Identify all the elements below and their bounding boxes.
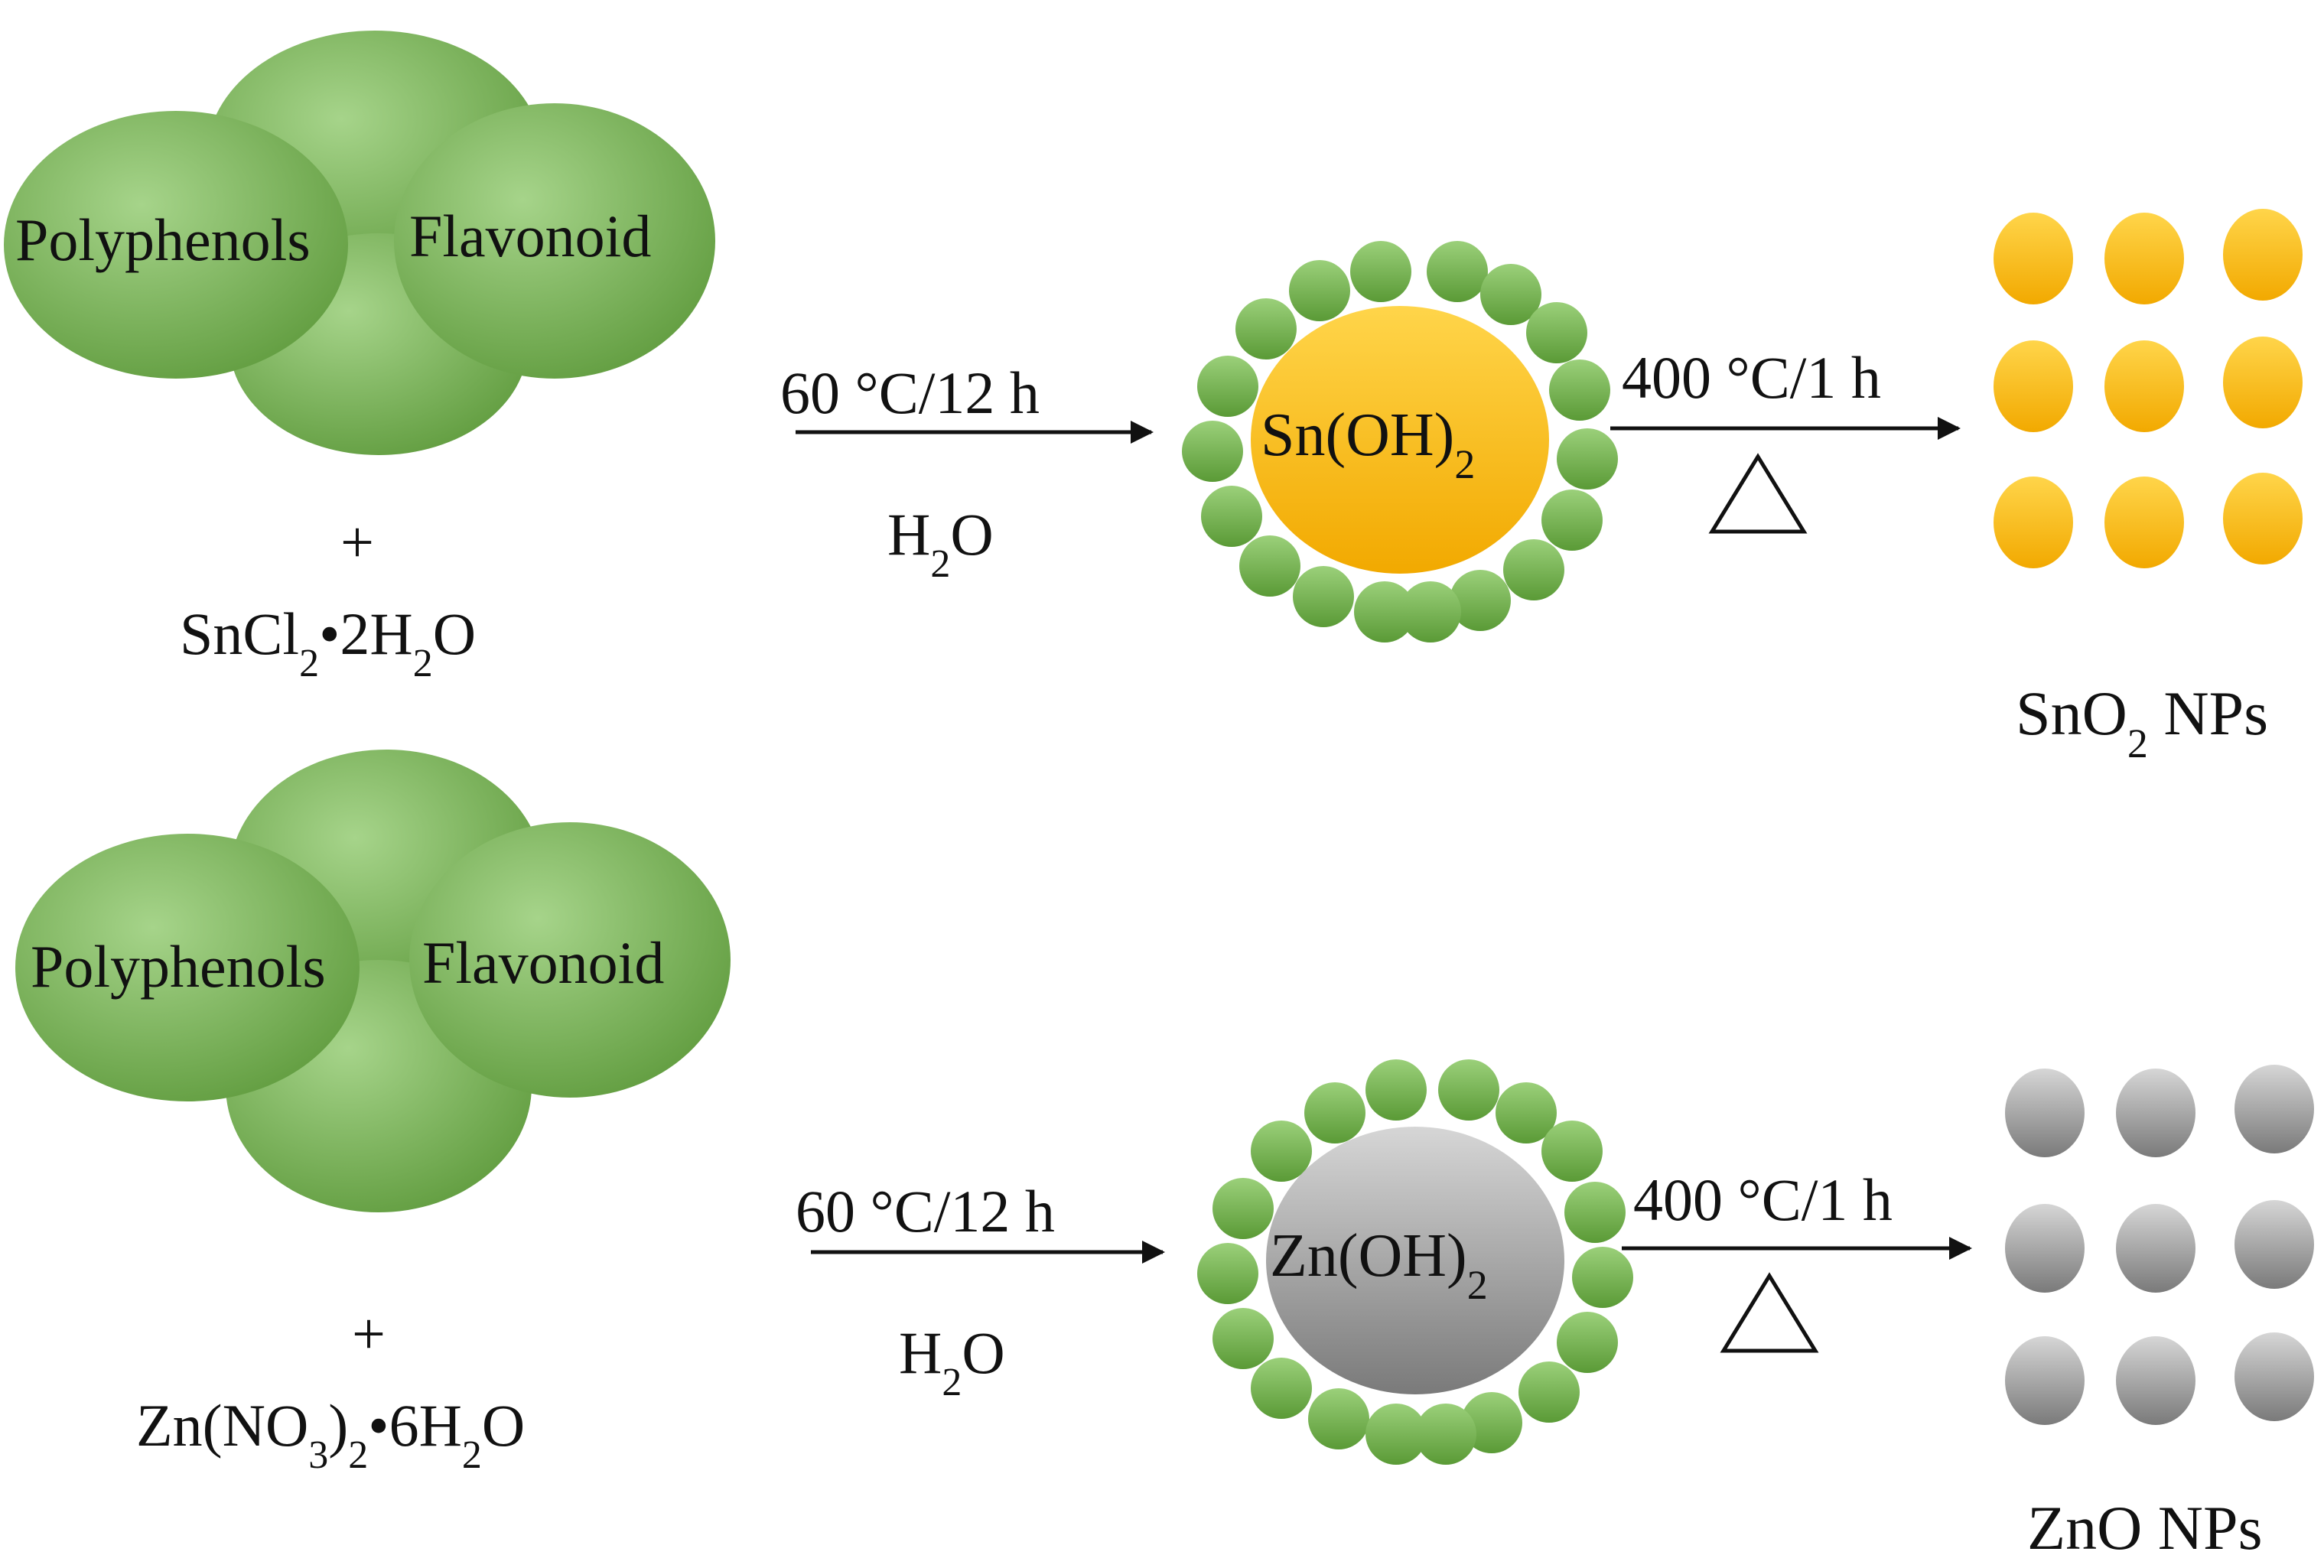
product-nanoparticles bbox=[1994, 209, 2303, 568]
polyphenols-label: Polyphenols bbox=[15, 207, 311, 273]
heat-symbol bbox=[1708, 453, 1808, 534]
intermediate-label: Zn(OH)2 bbox=[1270, 1222, 1488, 1308]
precursor-label: Zn(NO3)2•6H2O bbox=[136, 1392, 525, 1477]
product-label: SnO2 NPs bbox=[2016, 678, 2268, 766]
plus-sign: + bbox=[340, 509, 374, 575]
row-zinc: Polyphenols Flavonoid + Zn(NO3)2•6H2O 60… bbox=[15, 750, 2314, 1563]
step1-solvent: H2O bbox=[899, 1319, 1005, 1404]
capping-ring bbox=[1197, 1059, 1633, 1465]
intermediate-label: Sn(OH)2 bbox=[1261, 402, 1475, 487]
step1-condition: 60 °C/12 h bbox=[796, 1178, 1055, 1244]
plant-extract-cluster: Polyphenols Flavonoid bbox=[15, 750, 731, 1212]
capping-ring bbox=[1182, 241, 1618, 642]
row-tin: Polyphenols Flavonoid + SnCl2•2H2O 60 °C… bbox=[4, 31, 2303, 766]
flavonoid-label: Flavonoid bbox=[409, 203, 651, 269]
heat-symbol bbox=[1720, 1272, 1819, 1353]
plant-extract-cluster: Polyphenols Flavonoid bbox=[4, 31, 715, 455]
flavonoid-label: Flavonoid bbox=[422, 929, 664, 996]
step1-solvent: H2O bbox=[887, 501, 994, 586]
step2-condition: 400 °C/1 h bbox=[1622, 344, 1881, 411]
product-label: ZnO NPs bbox=[2027, 1493, 2263, 1563]
step1-condition: 60 °C/12 h bbox=[780, 359, 1040, 426]
step2-condition: 400 °C/1 h bbox=[1633, 1166, 1893, 1233]
polyphenols-label: Polyphenols bbox=[31, 933, 326, 1000]
intermediate-particle: Sn(OH)2 bbox=[1182, 241, 1618, 642]
plus-sign: + bbox=[352, 1300, 386, 1367]
intermediate-particle: Zn(OH)2 bbox=[1197, 1059, 1633, 1465]
product-nanoparticles bbox=[2005, 1065, 2314, 1425]
precursor-label: SnCl2•2H2O bbox=[180, 600, 476, 685]
